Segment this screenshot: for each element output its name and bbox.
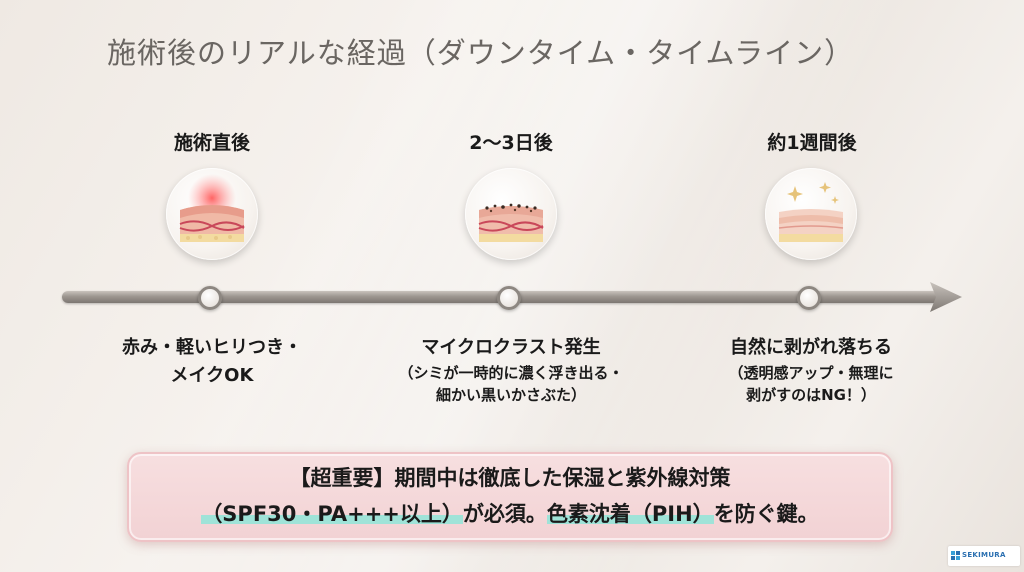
stage-desc-2-3-days: マイクロクラスト発生 （シミが一時的に濃く浮き出る・ 細かい黒いかさぶた） [361,334,661,406]
stage-desc-line: メイクOK [170,365,254,386]
page-title: 施術後のリアルな経過（ダウンタイム・タイムライン） [107,36,855,70]
stage-desc-line: マイクロクラスト発生 [421,337,601,358]
brand-logo: SEKIMURA [948,546,1020,566]
stage-label-1-week: 約1週間後 [767,132,857,154]
stage-label-immediate: 施術直後 [173,132,250,154]
important-notice-box: 【超重要】期間中は徹底した保湿と紫外線対策 （SPF30・PA+++以上）が必須… [127,452,893,542]
stage-desc-sub: （シミが一時的に濃く浮き出る・ [398,364,624,382]
timeline-dot-2-3-days [497,286,521,310]
timeline-dot-1-week [797,286,821,310]
skin-sparkle-icon [765,168,857,260]
notice-line-1: 【超重要】期間中は徹底した保湿と紫外線対策 [289,466,731,490]
stage-desc-line: 赤み・軽いヒリつき・ [122,337,302,358]
arrow-right-icon [930,282,962,312]
stage-desc-sub: （透明感アップ・無理に [728,364,894,382]
notice-line-2: （SPF30・PA+++以上）が必須。色素沈着（PIH）を防ぐ鍵。 [129,496,891,532]
timeline-dot-immediate [198,286,222,310]
notice-text: が必須。 [462,502,547,526]
skin-crust-icon [465,168,557,260]
stage-desc-sub: 細かい黒いかさぶた） [435,386,586,404]
stage-desc-immediate: 赤み・軽いヒリつき・ メイクOK [62,334,362,390]
stage-label-2-3-days: 2〜3日後 [469,132,553,154]
stage-desc-1-week: 自然に剥がれ落ちる （透明感アップ・無理に 剥がすのはNG！） [661,334,961,406]
skin-redness-icon [166,168,258,260]
notice-highlight-spf: （SPF30・PA+++以上） [201,502,463,526]
stage-desc-sub: 剥がすのはNG！） [746,386,876,404]
logo-text: SEKIMURA [962,551,1006,559]
stage-desc-line: 自然に剥がれ落ちる [730,337,892,358]
notice-highlight-pih: 色素沈着（PIH） [546,502,714,526]
notice-text: を防ぐ鍵。 [713,502,819,526]
logo-mark-icon [951,551,960,560]
